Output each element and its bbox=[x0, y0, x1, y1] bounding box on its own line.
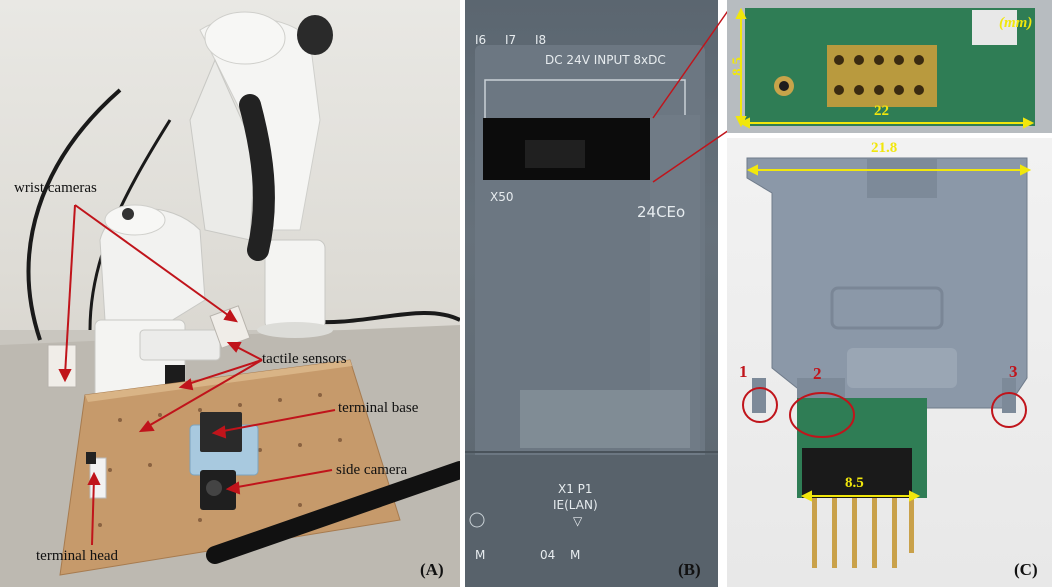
panel-a-label: (A) bbox=[420, 560, 444, 579]
dim-width-outer-label: 21.8 bbox=[871, 140, 898, 156]
label-side-camera: side camera bbox=[336, 462, 408, 478]
lan-label-line1: X1 P1 bbox=[558, 482, 593, 496]
label-tactile-sensors: tactile sensors bbox=[262, 351, 347, 367]
panel-c-label: (C) bbox=[1014, 560, 1038, 579]
marker-2-label: 2 bbox=[813, 364, 822, 383]
lan-symbol: ▽ bbox=[573, 514, 583, 528]
panel-c-socket-closeup: 8.5 22 (mm) bbox=[727, 0, 1052, 133]
terminal-label-m1: M bbox=[475, 548, 486, 562]
marker-3-label: 3 bbox=[1009, 362, 1018, 381]
panel-b-label: (B) bbox=[678, 560, 701, 579]
socket-closeup-illustration bbox=[727, 0, 1052, 133]
panel-a-robot-setup-photo: wrist cameras tactile sensors terminal b… bbox=[0, 0, 460, 587]
supply-label: DC 24V INPUT 8xDC bbox=[545, 53, 666, 67]
input-label-i6: I6 bbox=[475, 33, 487, 47]
label-terminal-head: terminal head bbox=[36, 548, 119, 564]
dim-width-inner-label: 22 bbox=[874, 103, 889, 119]
dim-pin-span-label: 8.5 bbox=[845, 475, 864, 491]
terminal-head-illustration bbox=[742, 157, 1032, 568]
model-label: 24CEo bbox=[637, 203, 686, 221]
label-terminal-base: terminal base bbox=[338, 400, 419, 416]
label-wrist-cameras: wrist cameras bbox=[14, 180, 97, 196]
port-label: X50 bbox=[490, 190, 514, 204]
terminal-label-m2: M bbox=[570, 548, 581, 562]
input-label-i8: I8 bbox=[535, 33, 547, 47]
dim-height-label: 8.5 bbox=[729, 57, 746, 76]
unit-label: (mm) bbox=[999, 15, 1033, 31]
lan-label-line2: IE(LAN) bbox=[553, 498, 598, 512]
panel-c-terminal-head-photo: 21.8 8.5 1 2 3 (C) bbox=[727, 138, 1052, 587]
marker-1-label: 1 bbox=[739, 362, 748, 381]
robot-scene-illustration bbox=[0, 11, 460, 587]
panel-b-plc-module-photo: I6 I7 I8 DC 24V INPUT 8xDC X50 24CEo X1 … bbox=[465, 0, 718, 587]
terminal-label-04: 04 bbox=[540, 548, 556, 562]
input-label-i7: I7 bbox=[505, 33, 517, 47]
